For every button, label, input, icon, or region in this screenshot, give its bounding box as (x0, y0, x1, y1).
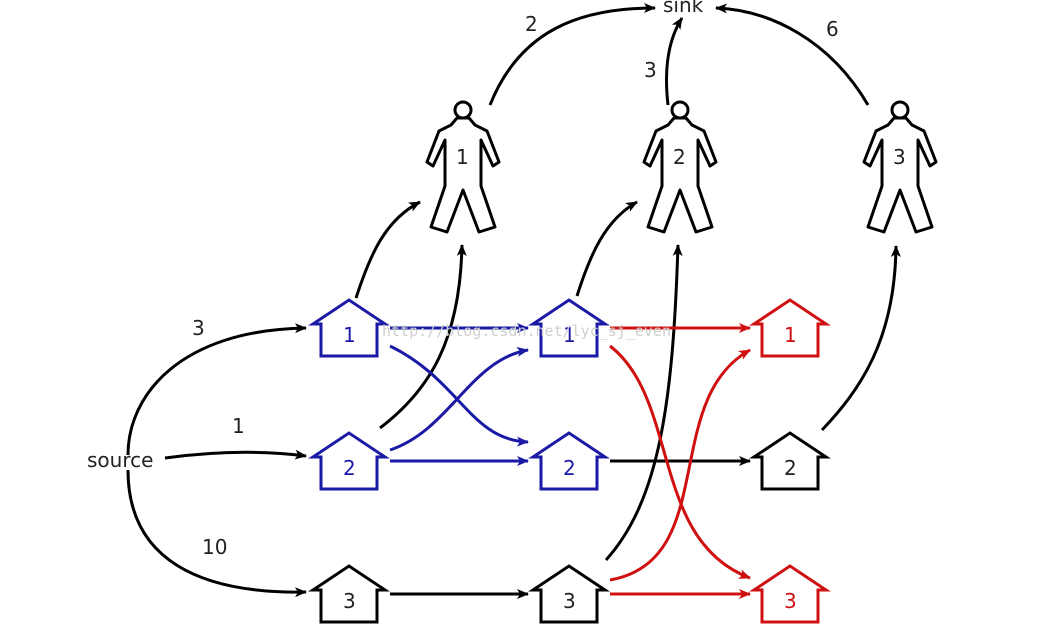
house-label: 1 (784, 323, 797, 347)
edge-h3b-h1c (609, 348, 751, 582)
source-node: source (87, 448, 153, 472)
house-col2-1: 1 (528, 298, 610, 358)
house-col2-2: 2 (528, 431, 610, 491)
label-p2-sink: 3 (644, 58, 657, 82)
label-p1-sink: 2 (525, 12, 538, 36)
house-label: 2 (563, 456, 576, 480)
edge-h2a-p1 (379, 244, 467, 430)
house-col3-3: 3 (749, 564, 831, 624)
label-source-h2: 1 (232, 414, 245, 438)
edge-h1b-p2 (575, 200, 638, 297)
edge-h1a-h2b (389, 344, 529, 447)
label-source-h3: 10 (202, 535, 227, 559)
black-edges (126, 3, 901, 599)
house-col3-1: 1 (749, 298, 831, 358)
edge-source-h3 (126, 469, 307, 598)
edge-h3b-p2 (604, 244, 683, 562)
watermark-text: http://blog.csdn.net/lyc_sj_even (382, 322, 671, 340)
person-3: 3 (862, 100, 938, 234)
red-edges (609, 323, 751, 599)
house-label: 1 (343, 323, 356, 347)
person-label: 2 (673, 145, 686, 169)
house-label: 3 (563, 589, 576, 613)
edge-h2c-p3 (820, 245, 901, 432)
person-label: 1 (456, 145, 469, 169)
person-2: 2 (642, 100, 718, 234)
edge-p1-sink (488, 3, 656, 106)
edge-h1b-h3c (609, 344, 751, 580)
house-col1-3: 3 (308, 564, 390, 624)
person-1: 1 (425, 100, 501, 234)
house-label: 3 (343, 589, 356, 613)
edge-source-h2 (164, 449, 307, 460)
house-col3-2: 2 (749, 431, 831, 491)
edge-source-h1 (126, 323, 307, 456)
house-col1-2: 2 (308, 431, 390, 491)
person-label: 3 (893, 145, 906, 169)
house-label: 2 (784, 456, 797, 480)
house-label: 3 (784, 589, 797, 613)
edge-h1a-p1 (354, 200, 421, 299)
house-label: 2 (343, 456, 356, 480)
edge-h2a-h1b (389, 346, 529, 452)
house-col1-1: 1 (308, 298, 390, 358)
label-source-h1: 3 (192, 316, 205, 340)
edge-p2-sink (665, 17, 684, 106)
label-p3-sink: 6 (826, 17, 839, 41)
blue-edges (389, 323, 529, 466)
edge-p3-sink (715, 3, 870, 106)
house-col2-3: 3 (528, 564, 610, 624)
sink-node: sink (663, 0, 704, 17)
house-label: 1 (563, 323, 576, 347)
